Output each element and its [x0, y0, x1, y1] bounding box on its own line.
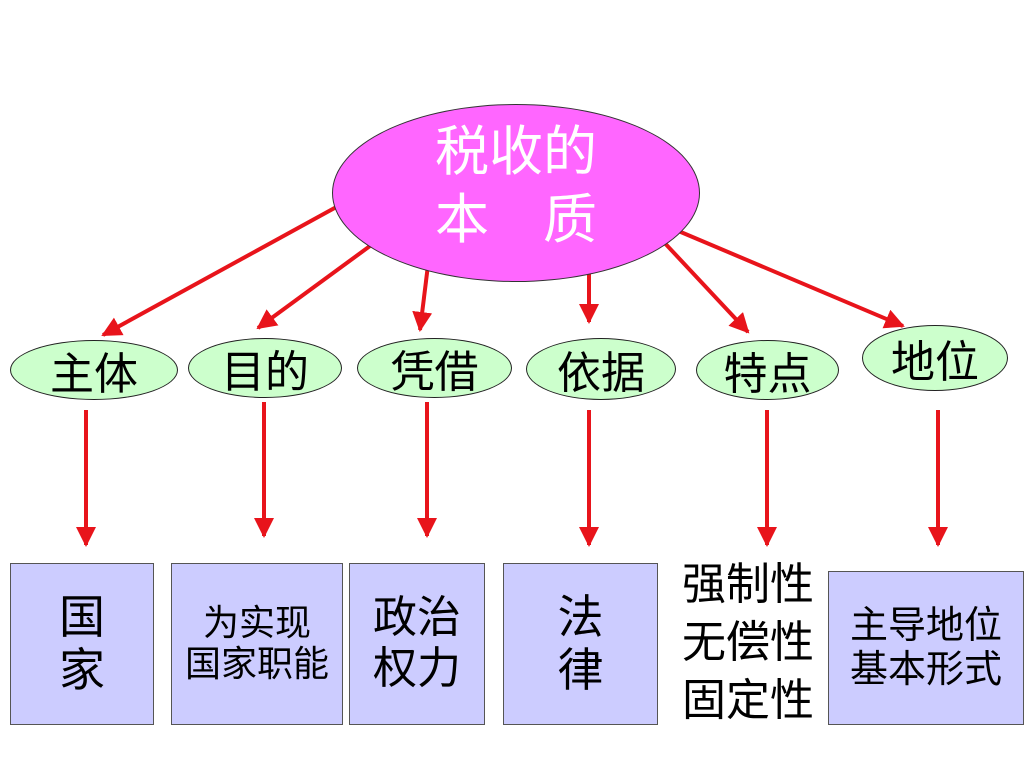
category-features: 特点: [696, 340, 839, 400]
category-purpose-label: 目的: [221, 347, 309, 398]
result-features-line-2: 无偿性: [682, 617, 814, 668]
category-subject: 主体: [10, 340, 178, 400]
category-subject-label: 主体: [50, 349, 138, 400]
arrow-central-to-subject: [101, 203, 341, 337]
central-line-2: 本 质: [435, 188, 597, 251]
result-basis-line-2: 权力: [373, 643, 461, 694]
result-subject-line-1: 国: [59, 590, 105, 645]
result-grounds-line-1: 法: [557, 590, 604, 645]
central-node: [332, 104, 700, 282]
category-status: 地位: [862, 325, 1008, 391]
result-basis-line-1: 政治: [373, 592, 461, 644]
category-features-label: 特点: [723, 349, 812, 400]
result-status-line-2: 基本形式: [849, 647, 1002, 691]
category-basis-label: 凭借: [390, 347, 479, 398]
result-subject-line-2: 家: [59, 643, 105, 697]
arrow-central-to-features: [658, 236, 750, 334]
central-node-label: 税收的 本 质: [332, 118, 700, 254]
result-features-line-1: 强制性: [682, 559, 814, 610]
result-purpose-line-1: 为实现: [202, 602, 311, 644]
arrow-central-to-basis: [412, 264, 433, 332]
category-status-label: 地位: [891, 337, 979, 388]
result-grounds-box: 法 律: [503, 563, 658, 725]
result-purpose-line-2: 国家职能: [184, 644, 329, 685]
category-grounds: 依据: [526, 338, 676, 400]
category-grounds-label: 依据: [557, 348, 645, 399]
result-basis-box: 政治 权力: [349, 563, 485, 725]
arrow-central-to-status: [675, 228, 905, 329]
result-subject-box: 国 家: [10, 563, 154, 725]
result-status-box: 主导地位 基本形式: [828, 571, 1024, 725]
result-purpose-box: 为实现 国家职能: [171, 563, 343, 725]
result-features-text: 强制性 无偿性 固定性: [668, 556, 828, 730]
arrow-central-to-purpose: [256, 233, 387, 330]
result-status-line-1: 主导地位: [849, 603, 1002, 648]
category-purpose: 目的: [188, 338, 342, 398]
result-grounds-line-2: 律: [557, 643, 604, 697]
result-features-line-3: 固定性: [682, 675, 814, 726]
central-line-1: 税收的: [435, 120, 597, 183]
category-basis: 凭借: [357, 338, 512, 398]
